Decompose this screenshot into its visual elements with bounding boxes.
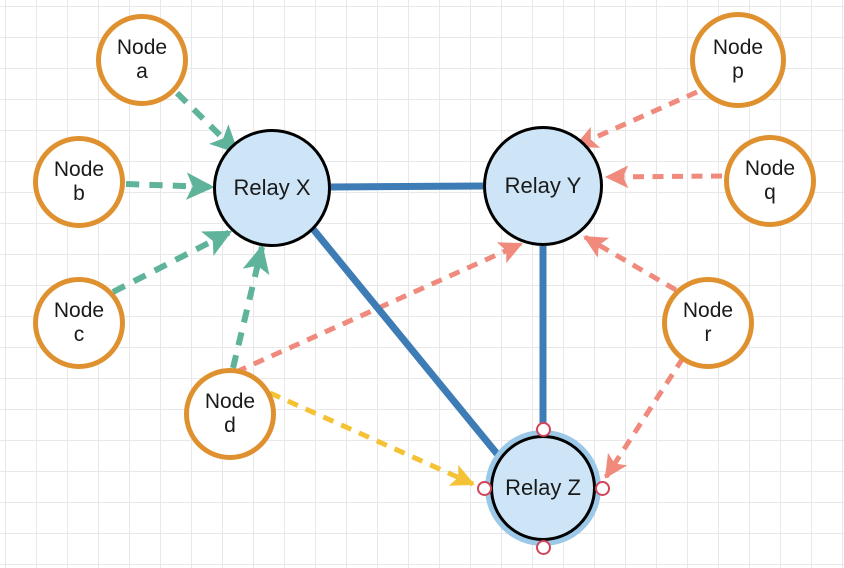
edge-relayX-to-relayY[interactable] — [330, 182, 484, 191]
edge-b-to-relayX[interactable] — [125, 172, 215, 200]
node-label-line1-b: Node — [53, 158, 105, 182]
edge-a-to-relayX[interactable] — [174, 90, 240, 155]
connection-handle-relayZ-east[interactable] — [594, 480, 610, 496]
node-label-line2-c: c — [73, 323, 85, 346]
edge-r-to-relayZ[interactable] — [603, 356, 686, 479]
node-label-line2-a: a — [136, 60, 148, 83]
node-label-line2-b: b — [73, 182, 85, 205]
edge-r-to-relayY[interactable] — [583, 234, 678, 293]
relay-node-relayZ[interactable]: Relay Z — [490, 435, 596, 541]
relay-node-relayX[interactable]: Relay X — [213, 129, 331, 247]
edge-p-to-relayY[interactable] — [574, 89, 699, 149]
connection-handle-relayZ-north[interactable] — [535, 421, 551, 437]
node-label-line1-relayX: Relay X — [233, 174, 311, 200]
node-label-line1-d: Node — [204, 390, 256, 414]
node-label-relayX: Relay X — [233, 174, 311, 201]
edge-d-to-relayX[interactable] — [230, 244, 270, 369]
relay-node-relayY[interactable]: Relay Y — [483, 126, 603, 246]
node-label-relayZ: Relay Z — [505, 474, 581, 501]
node-label-line1-q: Node — [744, 157, 796, 181]
edge-q-to-relayY[interactable] — [604, 165, 723, 189]
node-label-line2-p: p — [732, 60, 744, 83]
node-label-relayY: Relay Y — [504, 172, 582, 199]
node-label-line1-a: Node — [116, 36, 168, 60]
node-label-line1-p: Node — [712, 36, 764, 60]
node-label-line2-r: r — [704, 323, 712, 346]
node-label-line1-c: Node — [53, 299, 105, 323]
edge-relayX-to-relayZ[interactable] — [310, 226, 501, 458]
node-label-line2-d: d — [224, 414, 236, 437]
node-label-line1-r: Node — [682, 299, 734, 323]
connection-handle-relayZ-south[interactable] — [535, 539, 551, 555]
edge-d-to-relayZ[interactable] — [268, 390, 475, 487]
node-label-line1-relayY: Relay Y — [504, 172, 582, 198]
edge-c-to-relayX[interactable] — [111, 229, 233, 295]
node-label-line1-relayZ: Relay Z — [505, 474, 581, 500]
connection-handle-relayZ-west[interactable] — [476, 480, 492, 496]
node-label-line2-q: q — [764, 181, 776, 204]
